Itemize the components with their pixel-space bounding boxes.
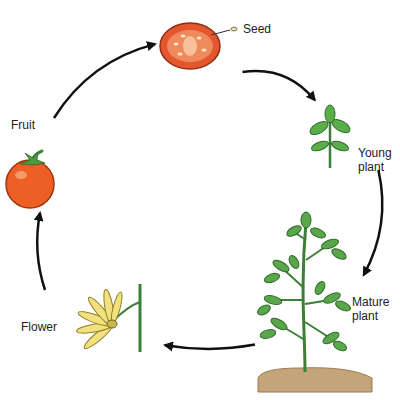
- stage-node: Mature plant: [255, 275, 400, 395]
- tomato-fruit: [6, 160, 54, 208]
- sprout-leaf: [325, 105, 335, 123]
- plant-leaf: [263, 272, 281, 285]
- tomato-flesh: [167, 30, 213, 62]
- sprout-leaf: [330, 139, 350, 153]
- flower-stem: [139, 284, 142, 352]
- soil: [258, 368, 372, 392]
- stage-node: Seed: [155, 10, 280, 72]
- cycle-arrow: [54, 44, 155, 118]
- plant-leaf: [256, 303, 272, 317]
- flower-center: [107, 320, 117, 328]
- cycle-arrow: [243, 71, 315, 100]
- tomato-half: [160, 23, 220, 69]
- plant-leaf: [334, 299, 352, 313]
- tomato-seed: [174, 42, 179, 45]
- tomato-seed: [197, 36, 202, 39]
- plant-stem: [303, 222, 306, 372]
- plant-leaf: [271, 258, 291, 274]
- plant-leaf: [313, 280, 327, 296]
- tomato-seed: [178, 52, 183, 55]
- stage-label: Mature plant: [352, 295, 398, 323]
- stage-label: Seed: [243, 22, 279, 36]
- cycle-arrow: [37, 213, 45, 290]
- plant-leaf: [287, 254, 301, 270]
- plant-leaf: [309, 226, 327, 240]
- plant-leaf: [330, 247, 348, 262]
- sprout-stem: [329, 120, 332, 168]
- cycle-arrow: [364, 170, 383, 275]
- leader-line: [211, 30, 230, 35]
- fruit-highlight: [15, 171, 27, 179]
- stage-label: Young plant: [358, 146, 398, 174]
- plant-leaf: [332, 339, 348, 352]
- sprout-leaf: [310, 139, 330, 153]
- stage-node: Fruit: [5, 118, 75, 213]
- stage-label: Flower: [21, 320, 71, 334]
- stage-label: Fruit: [11, 118, 51, 132]
- plant-leaf: [259, 328, 277, 340]
- cycle-arrow: [165, 345, 255, 349]
- stage-node: Young plant: [300, 100, 398, 170]
- plant-leaf: [285, 224, 303, 239]
- flower-petal: [109, 291, 124, 324]
- seed-symbol: [231, 27, 237, 31]
- fruit-sepals: [20, 152, 45, 165]
- stage-node: Flower: [15, 290, 165, 370]
- plant-leaf: [263, 294, 282, 306]
- tomato-core: [183, 36, 197, 56]
- tomato-seed: [202, 48, 207, 51]
- plant-leaf: [301, 212, 311, 228]
- tomato-seed: [181, 34, 186, 37]
